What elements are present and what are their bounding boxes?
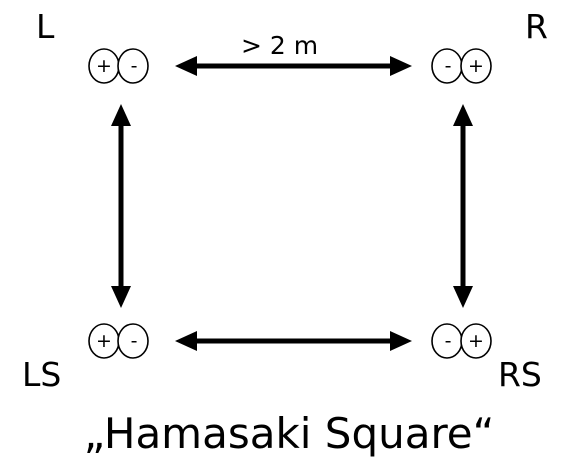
arrow-l-ls-head-top: [111, 104, 131, 126]
speaker-l-right-sign: -: [131, 55, 138, 77]
arrow-l-ls: [111, 104, 131, 308]
arrow-ls-rs-head-left: [175, 331, 197, 351]
speaker-l-figure-eight-icon: + -: [88, 48, 149, 84]
speaker-ls-left-sign: +: [96, 330, 112, 352]
diagram-caption: „Hamasaki Square“: [84, 409, 495, 458]
label-l: L: [36, 7, 55, 46]
label-r: R: [525, 7, 548, 46]
arrow-r-rs-head-bottom: [453, 286, 473, 308]
speaker-l-right-lobe: [117, 48, 149, 84]
speaker-rs-figure-eight-icon: - +: [431, 323, 492, 359]
arrow-r-rs-head-top: [453, 104, 473, 126]
speaker-l-left-sign: +: [96, 55, 112, 77]
arrow-l-r-head-right: [390, 56, 412, 76]
arrow-l-r: [175, 56, 412, 76]
speaker-rs-left-sign: -: [445, 330, 452, 352]
distance-label: > 2 m: [241, 31, 318, 60]
label-rs: RS: [498, 355, 542, 394]
arrow-ls-rs-head-right: [390, 331, 412, 351]
speaker-ls-figure-eight-icon: + -: [88, 323, 149, 359]
label-ls: LS: [22, 355, 61, 394]
speaker-r-left-sign: -: [445, 55, 452, 77]
speaker-ls-right-sign: -: [131, 330, 138, 352]
arrow-l-ls-head-bottom: [111, 286, 131, 308]
arrow-ls-rs: [175, 331, 412, 351]
speaker-r-right-sign: +: [468, 55, 484, 77]
arrow-l-r-head-left: [175, 56, 197, 76]
speaker-r-figure-eight-icon: - +: [431, 48, 492, 84]
speaker-r-right-lobe: [460, 48, 492, 84]
speaker-rs-right-sign: +: [468, 330, 484, 352]
speaker-ls-right-lobe: [117, 323, 149, 359]
arrow-r-rs: [453, 104, 473, 308]
speaker-rs-right-lobe: [460, 323, 492, 359]
